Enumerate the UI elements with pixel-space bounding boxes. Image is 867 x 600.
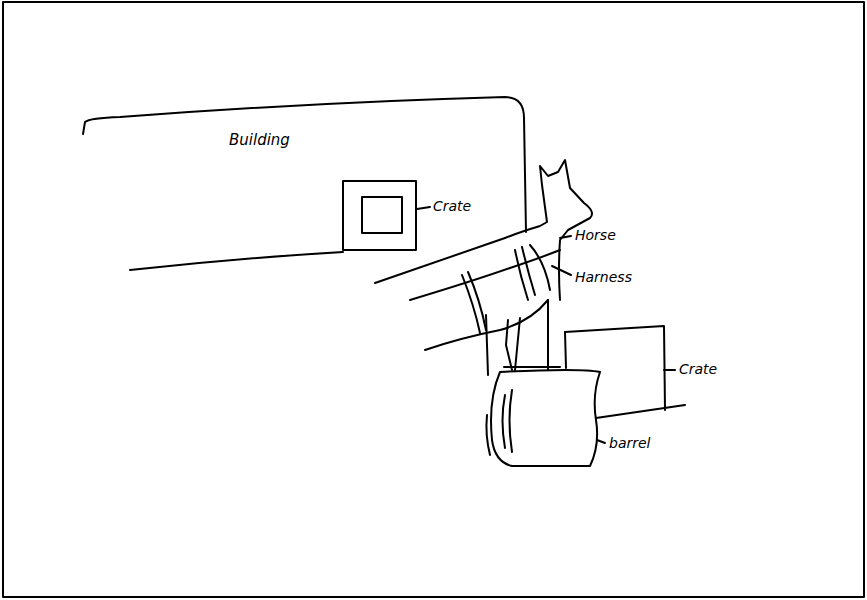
barrel-top — [504, 366, 560, 368]
part-label: Harness — [575, 270, 632, 285]
barrel-stave — [503, 395, 506, 448]
harness-strap — [515, 250, 528, 300]
harness-strap — [462, 275, 480, 333]
frame — [3, 2, 864, 597]
horse-leg — [486, 315, 488, 375]
crate-inner — [362, 197, 402, 233]
barrel — [491, 370, 600, 466]
part-label: Horse — [575, 228, 616, 243]
harness-strap — [530, 245, 550, 290]
leader-line — [597, 440, 605, 443]
building-region: Building — [225, 128, 294, 151]
horse-neck — [410, 250, 560, 300]
horse-leg — [515, 318, 520, 370]
leader-line — [560, 236, 571, 238]
part-label: barrel — [609, 436, 650, 451]
part-label: Crate — [679, 362, 717, 377]
crate-outer — [343, 181, 416, 250]
crate-outline — [565, 332, 566, 368]
barrel-stave — [486, 415, 490, 455]
building-base — [130, 252, 343, 270]
leader-line — [664, 369, 675, 371]
horse-leg — [547, 300, 549, 370]
barrel-stave — [510, 390, 513, 452]
crate-outline — [565, 326, 665, 410]
crate-base — [596, 405, 685, 418]
building-outline — [83, 97, 526, 232]
region-label: Building — [229, 131, 290, 149]
horse-leg — [506, 320, 512, 370]
leader-line — [417, 207, 430, 209]
harness-strap — [522, 247, 535, 295]
leader-line — [552, 266, 571, 275]
part-label: Crate — [433, 199, 471, 214]
